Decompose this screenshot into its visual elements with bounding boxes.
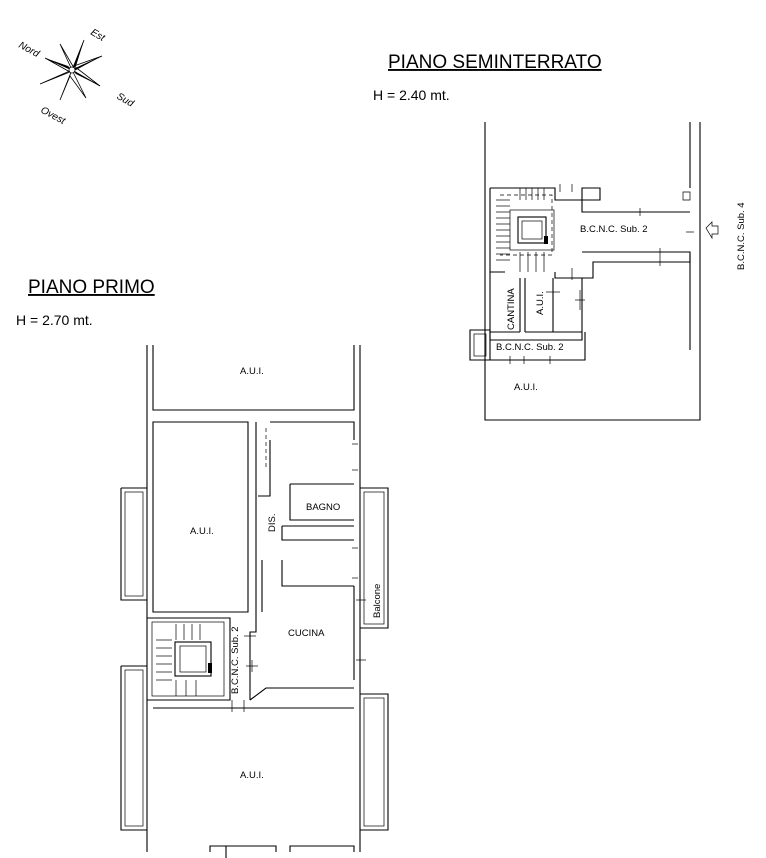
basement-height: H = 2.40 mt. [373,87,450,103]
basement-bcnc-lower-label: B.C.N.C. Sub. 2 [496,342,564,353]
basement-bcnc-main-label: B.C.N.C. Sub. 2 [580,224,648,235]
basement-aui-small-label: A.U.I. [535,291,546,315]
compass-west-label: Ovest [39,105,68,128]
first-floor-balcone-label: Balcone [372,584,383,618]
compass-rose-icon [39,39,103,101]
basement-aui-bottom-label: A.U.I. [514,382,538,393]
first-floor-bagno-label: BAGNO [306,502,340,513]
first-floor-aui-bottom-label: A.U.I. [240,770,264,781]
basement-bcnc-sub4-label: B.C.N.C. Sub. 4 [736,202,747,270]
compass-south-label: Sud [115,91,136,110]
first-floor-cucina-label: CUCINA [288,628,325,639]
first-floor-title: PIANO PRIMO [28,277,155,298]
basement-plan [469,122,719,421]
basement-title: PIANO SEMINTERRATO [388,52,602,73]
basement-cantina-label: CANTINA [506,288,517,330]
compass-east-label: Est [89,27,108,44]
first-floor-plan [120,345,389,858]
first-floor-height: H = 2.70 mt. [16,312,93,328]
first-floor-aui-top-label: A.U.I. [240,366,264,377]
first-floor-bcnc-label: B.C.N.C. Sub. 2 [230,626,241,694]
first-floor-dis-label: DIS. [267,514,278,532]
first-floor-aui-left-label: A.U.I. [190,526,214,537]
compass-north-label: Nord [17,40,42,60]
